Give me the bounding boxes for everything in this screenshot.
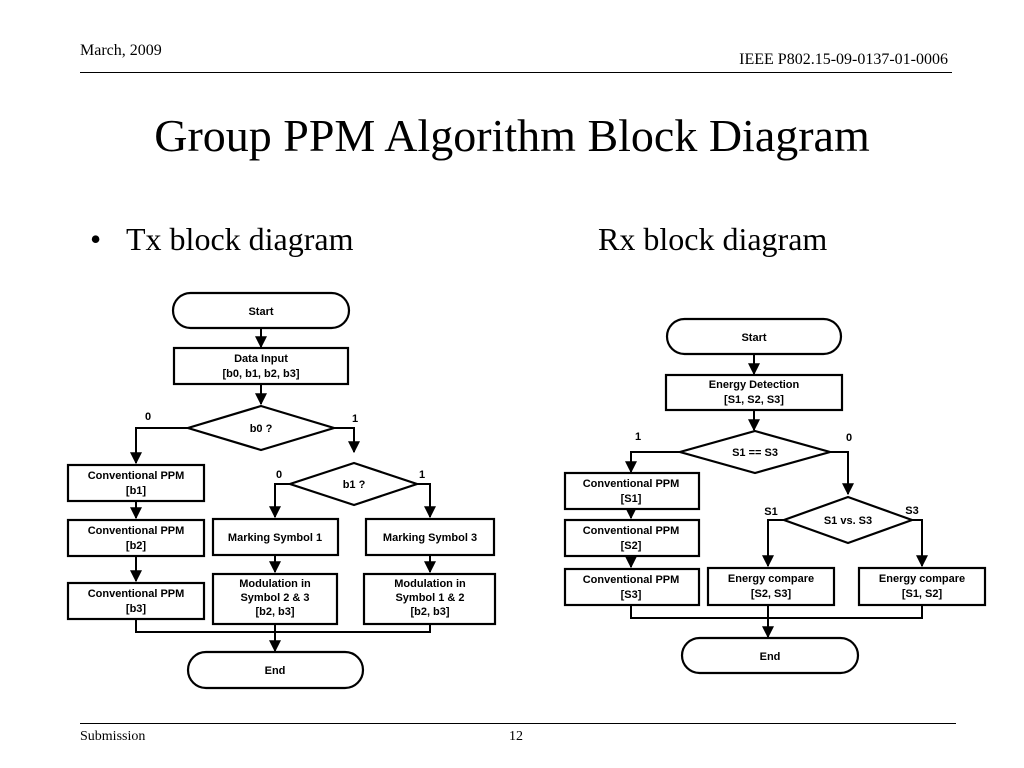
- rx-energy-compare-s1s2-label: Energy compare: [879, 573, 965, 585]
- rx-conv-ppm-s2-values: [S2]: [621, 540, 642, 552]
- tx-b1-zero-label: 0: [276, 469, 282, 481]
- tx-marking-symbol-3-label: Marking Symbol 3: [383, 532, 477, 544]
- tx-modulation-12-line3: [b2, b3]: [410, 606, 449, 618]
- tx-modulation-23-line1: Modulation in: [239, 578, 311, 590]
- rx-flowchart: Start Energy Detection [S1, S2, S3] S1 =…: [563, 317, 987, 675]
- tx-b0-zero-label: 0: [145, 411, 151, 423]
- tx-modulation-12-box: [362, 572, 497, 626]
- rx-energy-detection-label: Energy Detection: [709, 379, 800, 391]
- tx-b0-decision: [184, 404, 338, 452]
- footer-page-number: 12: [509, 729, 523, 744]
- tx-modulation-12-line1: Modulation in: [394, 578, 466, 590]
- rx-conv-ppm-s1-label: Conventional PPM: [583, 478, 680, 490]
- tx-conv-ppm-b2-bits: [b2]: [126, 540, 147, 552]
- tx-data-input-label: Data Input: [234, 353, 288, 365]
- rx-vs-s3-label: S3: [905, 505, 918, 517]
- bullet-glyph: •: [90, 221, 102, 257]
- tx-flowchart: Start Data Input [b0, b1, b2, b3] b0 ? 0…: [66, 291, 497, 690]
- rx-vs-s1-label: S1: [764, 506, 777, 518]
- tx-diagram-label: Tx block diagram: [126, 221, 354, 257]
- header-rule: [80, 72, 952, 73]
- header-date: March, 2009: [80, 42, 162, 59]
- rx-connectors: [625, 354, 928, 639]
- rx-d1-zero-label: 0: [846, 432, 852, 444]
- tx-conv-ppm-b1-box: [66, 463, 206, 503]
- tx-start-terminal: [171, 291, 351, 330]
- rx-conv-ppm-s1-values: [S1]: [621, 493, 642, 505]
- tx-modulation-23-box: [211, 572, 339, 626]
- tx-conv-ppm-b3-box: [66, 581, 206, 621]
- tx-conv-ppm-b1-label: Conventional PPM: [88, 470, 185, 482]
- tx-conv-ppm-b2-box: [66, 518, 206, 558]
- tx-end-terminal: [186, 650, 365, 690]
- rx-s1-eq-s3-decision: [675, 429, 835, 475]
- slide-title: Group PPM Algorithm Block Diagram: [154, 110, 870, 161]
- rx-conv-ppm-s2-box: [563, 518, 701, 558]
- header-document-id: IEEE P802.15-09-0137-01-0006: [739, 51, 948, 68]
- tx-modulation-23-line2: Symbol 2 & 3: [240, 592, 309, 604]
- footer-submission: Submission: [80, 729, 146, 744]
- rx-conv-ppm-s3-label: Conventional PPM: [583, 574, 680, 586]
- rx-energy-detection-values: [S1, S2, S3]: [724, 394, 784, 406]
- rx-energy-compare-s1s2-values: [S1, S2]: [902, 588, 943, 600]
- rx-conv-ppm-s3-values: [S3]: [621, 589, 642, 601]
- tx-data-input-bits: [b0, b1, b2, b3]: [222, 368, 299, 380]
- footer-rule: [80, 723, 956, 724]
- tx-start-label: Start: [248, 306, 273, 318]
- tx-data-input-box: [172, 346, 350, 386]
- rx-s1-vs-s3-label: S1 vs. S3: [824, 515, 872, 527]
- rx-conv-ppm-s3-box: [563, 567, 701, 607]
- tx-b1-decision: [286, 461, 421, 507]
- tx-b0-one-label: 1: [352, 413, 358, 425]
- rx-s1-vs-s3-decision: [780, 495, 916, 545]
- tx-conv-ppm-b1-bits: [b1]: [126, 485, 147, 497]
- rx-start-terminal: [665, 317, 843, 356]
- tx-connectors: [130, 328, 436, 653]
- tx-b0-decision-label: b0 ?: [250, 423, 273, 435]
- rx-energy-compare-s1s2-box: [857, 566, 987, 607]
- rx-end-terminal: [680, 636, 860, 675]
- rx-energy-compare-s2s3-box: [706, 566, 836, 607]
- rx-end-label: End: [760, 651, 781, 663]
- rx-energy-compare-s2s3-values: [S2, S3]: [751, 588, 792, 600]
- tx-marking-symbol-1-box: [211, 517, 340, 557]
- rx-d1-one-label: 1: [635, 431, 641, 443]
- rx-start-label: Start: [741, 332, 766, 344]
- tx-marking-symbol-1-label: Marking Symbol 1: [228, 532, 322, 544]
- tx-conv-ppm-b3-bits: [b3]: [126, 603, 147, 615]
- rx-diagram-label: Rx block diagram: [598, 221, 828, 257]
- tx-conv-ppm-b2-label: Conventional PPM: [88, 525, 185, 537]
- tx-b1-decision-label: b1 ?: [343, 479, 366, 491]
- tx-modulation-12-line2: Symbol 1 & 2: [395, 592, 464, 604]
- rx-conv-ppm-s2-label: Conventional PPM: [583, 525, 680, 537]
- rx-energy-compare-s2s3-label: Energy compare: [728, 573, 814, 585]
- tx-conv-ppm-b3-label: Conventional PPM: [88, 588, 185, 600]
- tx-end-label: End: [265, 665, 286, 677]
- rx-s1-eq-s3-label: S1 == S3: [732, 447, 778, 459]
- rx-energy-detection-box: [664, 373, 844, 412]
- tx-modulation-23-line3: [b2, b3]: [255, 606, 294, 618]
- tx-marking-symbol-3-box: [364, 517, 496, 557]
- tx-b1-one-label: 1: [419, 469, 425, 481]
- rx-conv-ppm-s1-box: [563, 471, 701, 511]
